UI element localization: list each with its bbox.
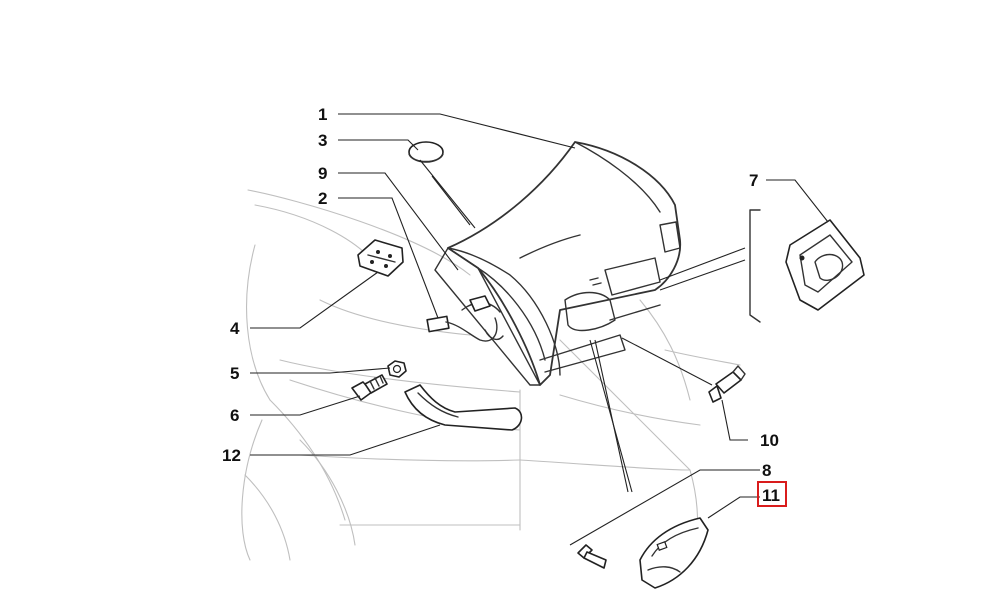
- callout-12: 12: [222, 446, 241, 465]
- callout-11: 11: [762, 486, 780, 505]
- part-6-bolt: [351, 374, 388, 401]
- callout-6: 6: [230, 406, 239, 425]
- callout-3: 3: [318, 131, 327, 150]
- part-12-trim-strip: [404, 384, 523, 431]
- callout-4: 4: [230, 319, 240, 338]
- callout-9: 9: [318, 164, 327, 183]
- callout-10: 10: [760, 431, 779, 450]
- callout-8: 8: [762, 461, 771, 480]
- part-4-bracket: [357, 239, 404, 277]
- part-5-nut: [387, 360, 407, 378]
- trunk-lid: [434, 141, 682, 386]
- part-3-bump-stop: [408, 141, 444, 163]
- part-7-cover: [749, 209, 865, 323]
- leader-lines: [250, 113, 829, 546]
- part-2-wiring-harness: [426, 295, 504, 342]
- callout-1: 1: [318, 105, 327, 124]
- callout-7: 7: [749, 171, 758, 190]
- part-11-housing: [639, 517, 709, 589]
- callout-labels: 1 3 9 2 4 5 6 12 7 10 8 11: [222, 105, 787, 507]
- callout-5: 5: [230, 364, 239, 383]
- part-10-switch: [708, 365, 746, 403]
- callout-2: 2: [318, 189, 327, 208]
- part-8-pin: [577, 544, 607, 569]
- callout-11-highlight-box: [757, 481, 787, 507]
